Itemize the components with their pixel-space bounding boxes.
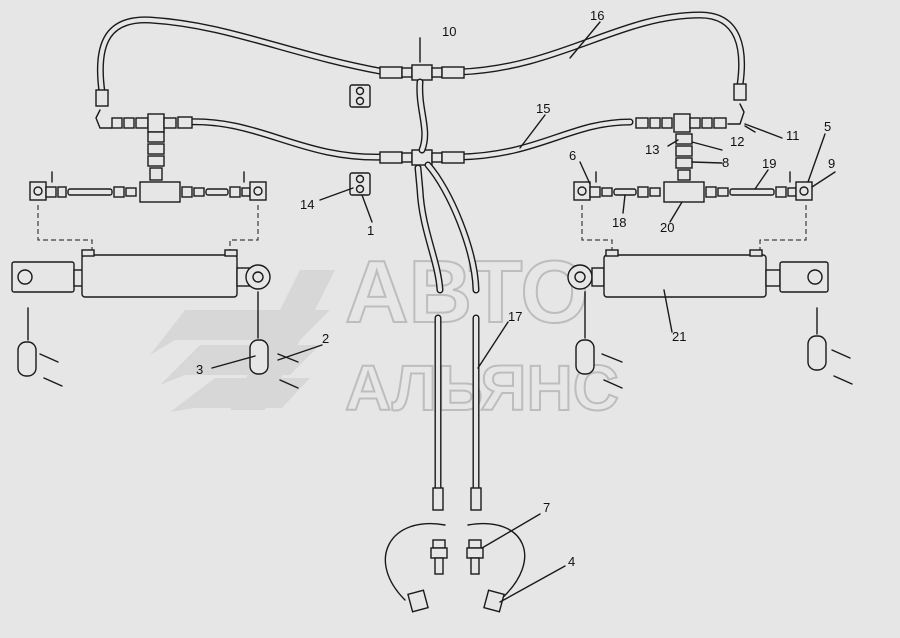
callout-2: 2 — [322, 331, 329, 346]
callout-20: 20 — [660, 220, 674, 235]
callout-18: 18 — [612, 215, 626, 230]
watermark-line2: АЛЬЯНС — [345, 352, 619, 424]
callout-labels: 1 2 3 4 5 6 7 8 9 10 11 12 13 14 15 16 1… — [196, 8, 835, 569]
left-pins — [17, 291, 299, 389]
hose-15 — [181, 118, 634, 161]
callout-16: 16 — [590, 8, 604, 23]
left-valve-assembly — [29, 171, 267, 252]
callout-12: 12 — [730, 134, 744, 149]
right-pins — [575, 291, 853, 389]
callout-14: 14 — [300, 197, 314, 212]
clamp-upper — [349, 84, 371, 108]
tee-fitting-top — [379, 64, 465, 81]
left-fittings — [95, 89, 193, 181]
callout-17: 17 — [508, 309, 522, 324]
hose-16 — [96, 11, 746, 96]
tee-fitting-bottom — [379, 149, 465, 166]
callout-19: 19 — [762, 156, 776, 171]
watermark-logo: АВТО АЛЬЯНС — [150, 241, 620, 425]
callout-7: 7 — [543, 500, 550, 515]
hose-17 — [414, 78, 482, 511]
quick-couplers — [384, 522, 526, 613]
callout-5: 5 — [824, 119, 831, 134]
callout-4: 4 — [568, 554, 575, 569]
left-cylinder — [11, 249, 271, 298]
right-cylinder — [567, 249, 829, 298]
clamp-lower — [349, 172, 371, 196]
right-fittings — [635, 83, 747, 181]
callout-9: 9 — [828, 156, 835, 171]
callout-8: 8 — [722, 155, 729, 170]
callout-13: 13 — [645, 142, 659, 157]
callout-3: 3 — [196, 362, 203, 377]
callout-21: 21 — [672, 329, 686, 344]
callout-1: 1 — [367, 223, 374, 238]
callout-15: 15 — [536, 101, 550, 116]
leader-lines — [211, 21, 836, 603]
callout-10: 10 — [442, 24, 456, 39]
callout-11: 11 — [786, 128, 800, 143]
watermark-line1: АВТО — [345, 242, 589, 341]
right-valve-assembly — [573, 171, 813, 252]
callout-6: 6 — [569, 148, 576, 163]
